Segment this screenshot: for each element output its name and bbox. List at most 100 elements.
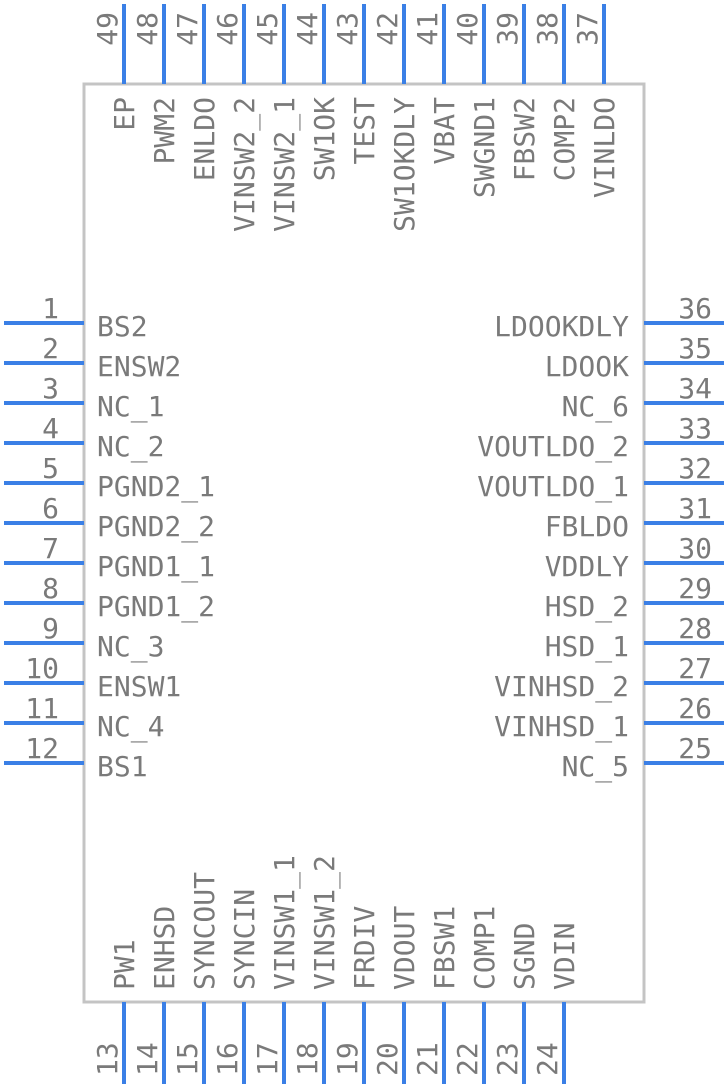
pin-49-number: 49 <box>91 12 124 46</box>
pin-20-label: VDOUT <box>388 906 421 990</box>
pin-33-number: 33 <box>678 412 712 445</box>
pin-44-number: 44 <box>291 12 324 46</box>
pin-30-label: VDDLY <box>545 550 629 583</box>
pin-10-label: ENSW1 <box>97 670 181 703</box>
pin-35-label: LDOOK <box>545 350 629 383</box>
pin-48-label: PWM2 <box>148 97 181 164</box>
pin-11-number: 11 <box>25 692 59 725</box>
pin-5-number: 5 <box>42 452 59 485</box>
pin-18-number: 18 <box>291 1042 324 1076</box>
pin-6-label: PGND2_2 <box>97 510 215 544</box>
pin-2-label: ENSW2 <box>97 350 181 383</box>
pin-14-number: 14 <box>131 1042 164 1076</box>
pin-26-number: 26 <box>678 692 712 725</box>
pin-27-label: VINHSD_2 <box>494 670 629 704</box>
pin-43-label: TEST <box>348 97 381 165</box>
pin-46-number: 46 <box>211 12 244 46</box>
pin-12-number: 12 <box>25 732 59 765</box>
pin-39-number: 39 <box>491 12 524 46</box>
pin-29-number: 29 <box>678 572 712 605</box>
pin-16-label: SYNCIN <box>228 889 261 990</box>
pin-31-number: 31 <box>678 492 712 525</box>
pin-45-number: 45 <box>251 12 284 46</box>
pin-19-label: FRDIV <box>348 906 381 990</box>
pin-47-number: 47 <box>171 12 204 46</box>
pin-13-label: PW1 <box>108 939 141 990</box>
pin-8-number: 8 <box>42 572 59 605</box>
pin-35-number: 35 <box>678 332 712 365</box>
pin-30-number: 30 <box>678 532 712 565</box>
pin-17-label: VINSW1_1 <box>268 855 302 990</box>
pin-1-number: 1 <box>42 292 59 325</box>
pin-32-label: VOUTLDO_1 <box>477 470 629 504</box>
pin-19-number: 19 <box>331 1042 364 1076</box>
pin-16-number: 16 <box>211 1042 244 1076</box>
pin-32-number: 32 <box>678 452 712 485</box>
pin-14-label: ENHSD <box>148 906 181 990</box>
pin-25-label: NC_5 <box>562 750 629 784</box>
pin-10-number: 10 <box>25 652 59 685</box>
pin-20-number: 20 <box>371 1042 404 1076</box>
pin-22-label: COMP1 <box>468 906 501 990</box>
pin-47-label: ENLDO <box>188 97 221 181</box>
pin-18-label: VINSW1_2 <box>308 855 342 990</box>
pin-40-label: SWGND1 <box>468 97 501 198</box>
pin-40-number: 40 <box>451 12 484 46</box>
pins-group: 1BS22ENSW23NC_14NC_25PGND2_16PGND2_27PGN… <box>4 4 724 1084</box>
pin-41-number: 41 <box>411 12 444 46</box>
pin-36-label: LDOOKDLY <box>494 310 629 343</box>
pin-27-number: 27 <box>678 652 712 685</box>
pin-42-number: 42 <box>371 12 404 46</box>
pin-41-label: VBAT <box>428 97 461 165</box>
pin-22-number: 22 <box>451 1042 484 1076</box>
pin-17-number: 17 <box>251 1042 284 1076</box>
pin-3-label: NC_1 <box>97 390 164 424</box>
pin-26-label: VINHSD_1 <box>494 710 629 744</box>
pin-1-label: BS2 <box>97 310 148 343</box>
pin-42-label: SW1OKDLY <box>388 97 421 232</box>
pin-36-number: 36 <box>678 292 712 325</box>
pin-34-number: 34 <box>678 372 712 405</box>
pin-25-number: 25 <box>678 732 712 765</box>
pin-24-number: 24 <box>531 1042 564 1076</box>
pin-34-label: NC_6 <box>562 390 629 424</box>
pin-45-label: VINSW2_1 <box>268 97 302 232</box>
pin-23-number: 23 <box>491 1042 524 1076</box>
pin-15-label: SYNCOUT <box>188 872 221 990</box>
pin-12-label: BS1 <box>97 750 148 783</box>
pin-37-number: 37 <box>571 12 604 46</box>
pin-38-label: COMP2 <box>548 97 581 181</box>
pin-6-number: 6 <box>42 492 59 525</box>
pin-3-number: 3 <box>42 372 59 405</box>
ic-body <box>82 82 646 1004</box>
pin-9-number: 9 <box>42 612 59 645</box>
pin-7-label: PGND1_1 <box>97 550 215 584</box>
pin-38-number: 38 <box>531 12 564 46</box>
pin-44-label: SW1OK <box>308 97 341 181</box>
pin-7-number: 7 <box>42 532 59 565</box>
pin-2-number: 2 <box>42 332 59 365</box>
pin-28-label: HSD_1 <box>545 630 629 664</box>
pin-21-number: 21 <box>411 1042 444 1076</box>
pin-28-number: 28 <box>678 612 712 645</box>
pin-11-label: NC_4 <box>97 710 164 744</box>
pin-48-number: 48 <box>131 12 164 46</box>
pin-43-number: 43 <box>331 12 364 46</box>
pin-23-label: SGND <box>508 923 541 990</box>
pin-33-label: VOUTLDO_2 <box>477 430 629 464</box>
pin-31-label: FBLDO <box>545 510 629 543</box>
pin-21-label: FBSW1 <box>428 906 461 990</box>
pin-13-number: 13 <box>91 1042 124 1076</box>
pin-15-number: 15 <box>171 1042 204 1076</box>
pin-46-label: VINSW2_2 <box>228 97 262 232</box>
pin-8-label: PGND1_2 <box>97 590 215 624</box>
pin-24-label: VDIN <box>548 923 581 990</box>
pin-29-label: HSD_2 <box>545 590 629 624</box>
pin-4-label: NC_2 <box>97 430 164 464</box>
pin-9-label: NC_3 <box>97 630 164 664</box>
pin-37-label: VINLDO <box>588 97 621 198</box>
pin-49-label: EP <box>108 97 141 131</box>
pin-5-label: PGND2_1 <box>97 470 215 504</box>
pin-39-label: FBSW2 <box>508 97 541 181</box>
